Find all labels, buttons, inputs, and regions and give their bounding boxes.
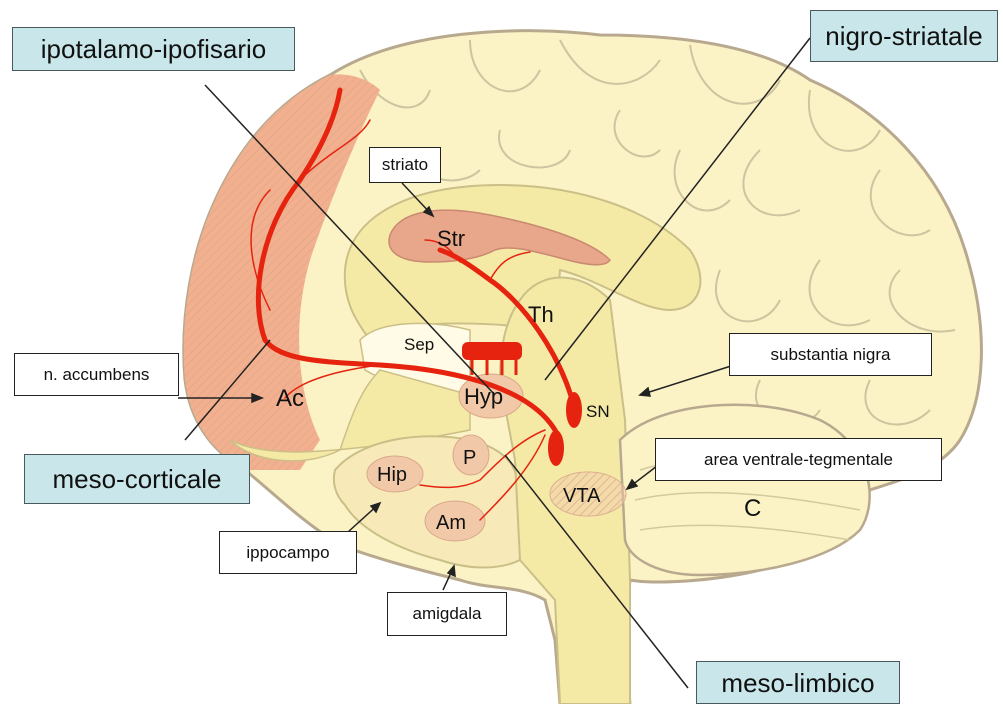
- pathway-ipotalamo-ipofisario: ipotalamo-ipofisario: [12, 27, 295, 71]
- label-hyp: Hyp: [464, 384, 503, 409]
- pathway-meso-corticale: meso-corticale: [24, 454, 250, 504]
- callout-amigdala: amigdala: [387, 592, 507, 636]
- label-vta: VTA: [563, 485, 601, 507]
- label-sep: Sep: [404, 335, 434, 354]
- label-ac: Ac: [276, 385, 304, 412]
- label-p: P: [463, 447, 476, 469]
- callout-striato: striato: [369, 147, 441, 183]
- label-th: Th: [528, 302, 554, 327]
- label-hip: Hip: [377, 464, 407, 486]
- label-sn: SN: [586, 402, 610, 421]
- pathway-nigro-striatale: nigro-striatale: [810, 10, 998, 62]
- hypothalamic-tract-bar: [462, 342, 522, 360]
- cerebellum: [620, 405, 870, 575]
- callout-substantia-nigra: substantia nigra: [729, 333, 932, 376]
- label-str: Str: [437, 226, 465, 251]
- label-c: C: [744, 495, 761, 522]
- pathway-meso-limbico: meso-limbico: [696, 661, 900, 704]
- substantia-nigra-node: [566, 392, 582, 428]
- label-am: Am: [436, 512, 466, 534]
- vta-node: [548, 430, 564, 466]
- callout-area-ventrale-tegmentale: area ventrale-tegmentale: [655, 438, 942, 481]
- callout-ippocampo: ippocampo: [219, 531, 357, 574]
- callout-n-accumbens: n. accumbens: [14, 353, 179, 396]
